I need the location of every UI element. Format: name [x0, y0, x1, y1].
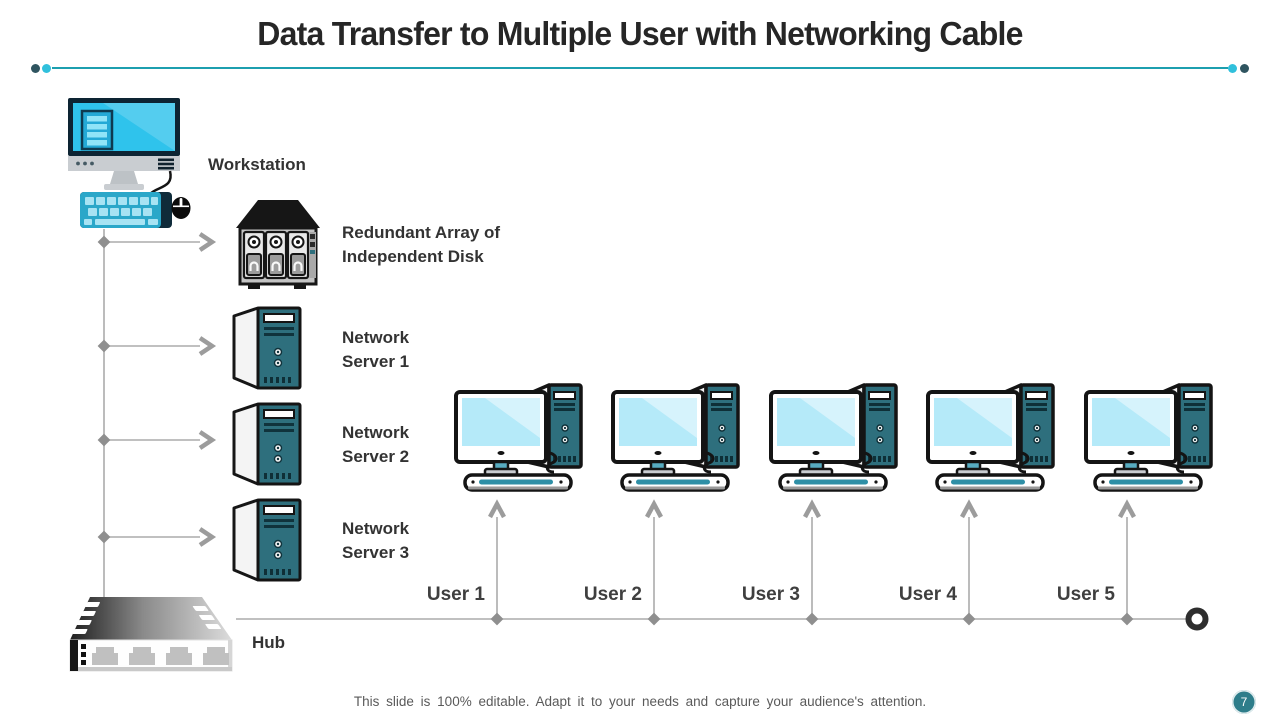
user-4-computer-icon[interactable] [925, 380, 1057, 492]
user-5-computer-icon[interactable] [1083, 380, 1215, 492]
arrowhead-up-icon [645, 499, 663, 519]
rule-end-dot-left-outer [31, 64, 40, 73]
workstation-computer-icon[interactable] [58, 94, 198, 234]
mouse-icon [171, 197, 191, 219]
rule-end-dot-right-inner [1228, 63, 1237, 73]
workstation-label[interactable]: Workstation [208, 155, 306, 174]
arrowhead-right-icon [198, 336, 217, 356]
network-server-2-icon[interactable] [232, 402, 304, 486]
network-server-1-label[interactable]: Network Server 1 [342, 328, 410, 371]
raid-label[interactable]: Redundant Array of Independent Disk [342, 223, 501, 266]
page-number-badge: 7 [1232, 690, 1256, 714]
title-underline [52, 67, 1228, 69]
user-2-label[interactable]: User 2 [583, 584, 642, 605]
arrowhead-right-icon [198, 430, 217, 450]
hub-switch-icon[interactable] [62, 594, 240, 676]
keyboard-icon [80, 192, 172, 228]
arrowhead-up-icon [1118, 499, 1136, 519]
raid-storage-icon[interactable] [232, 196, 324, 292]
hub-label[interactable]: Hub [252, 633, 286, 652]
user-4-label[interactable]: User 4 [898, 584, 957, 605]
slide-title: Data Transfer to Multiple User with Netw… [257, 15, 1023, 52]
arrowhead-up-icon [803, 499, 821, 519]
footer-note: This slide is 100% editable. Adapt it to… [353, 694, 927, 709]
bus-terminator-icon [1185, 607, 1209, 631]
network-server-2-label[interactable]: Network Server 2 [342, 423, 410, 466]
rule-end-dot-right-outer [1240, 64, 1249, 73]
arrowhead-right-icon [198, 527, 217, 547]
network-server-1-icon[interactable] [232, 306, 304, 390]
arrowhead-up-icon [960, 499, 978, 519]
arrowhead-right-icon [198, 232, 217, 252]
user-3-label[interactable]: User 3 [741, 584, 800, 605]
user-5-label[interactable]: User 5 [1056, 584, 1115, 605]
rule-end-dot-left-inner [42, 63, 51, 73]
user-1-computer-icon[interactable] [453, 380, 585, 492]
network-server-3-label[interactable]: Network Server 3 [342, 519, 410, 562]
network-server-3-icon[interactable] [232, 498, 304, 582]
user-2-computer-icon[interactable] [610, 380, 742, 492]
monitor-cable [149, 170, 172, 195]
user-1-label[interactable]: User 1 [426, 584, 485, 605]
user-3-computer-icon[interactable] [768, 380, 900, 492]
arrowhead-up-icon [488, 499, 506, 519]
